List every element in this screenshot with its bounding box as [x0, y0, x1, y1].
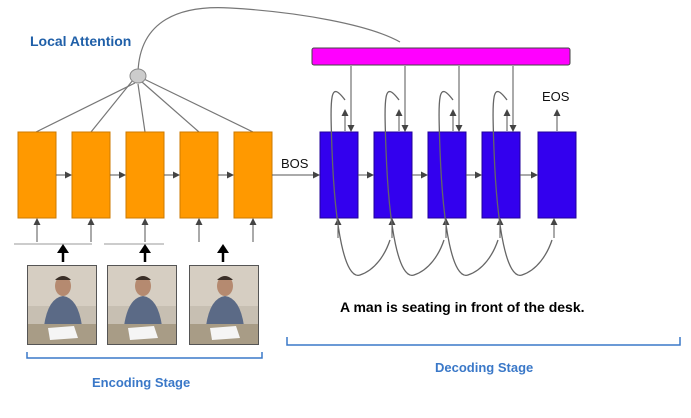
eos-label: EOS — [542, 89, 570, 104]
person-at-desk-image — [190, 266, 258, 344]
attention-to-decoder-arrows — [347, 66, 517, 132]
encoder-input-arrows — [33, 218, 257, 242]
attention-links — [35, 78, 254, 133]
decoder-cell — [481, 131, 521, 219]
video-frame — [27, 265, 97, 345]
decoder-cell — [537, 131, 577, 219]
feedback-loops — [330, 90, 553, 276]
video-frame — [107, 265, 177, 345]
bos-label: BOS — [281, 156, 309, 171]
decoder-cell — [427, 131, 467, 219]
local-attention-label: Local Attention — [30, 33, 131, 49]
encoder-cell — [233, 131, 273, 219]
attention-bar — [311, 47, 571, 66]
frame-feature-arrowheads — [57, 244, 229, 253]
decoder-cells — [319, 131, 577, 219]
encoding-stage-label: Encoding Stage — [92, 375, 190, 390]
decoder-output-arrows — [341, 109, 561, 131]
encoder-cell — [71, 131, 111, 219]
decoder-cell — [373, 131, 413, 219]
encoding-stage-bracket — [26, 352, 263, 359]
person-at-desk-image — [28, 266, 96, 344]
encoder-cell — [125, 131, 165, 219]
decoding-stage-label: Decoding Stage — [435, 360, 533, 375]
caption-text: A man is seating in front of the desk. — [340, 299, 585, 315]
attention-node — [129, 68, 147, 84]
person-at-desk-image — [108, 266, 176, 344]
video-frame — [189, 265, 259, 345]
decoder-cell — [319, 131, 359, 219]
encoder-cell — [17, 131, 57, 219]
attention-connector-curve — [137, 7, 401, 73]
encoder-cell — [179, 131, 219, 219]
decoding-stage-bracket — [286, 337, 681, 346]
